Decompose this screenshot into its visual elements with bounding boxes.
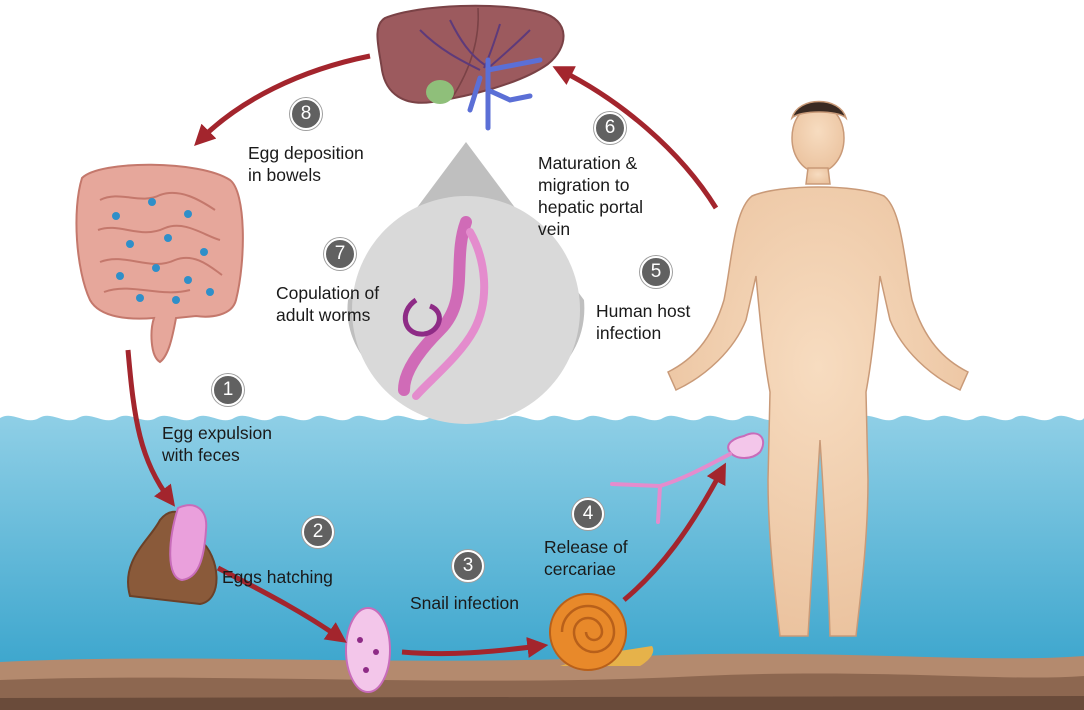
arrow-3-to-snail <box>401 637 549 658</box>
worm-pair-icon <box>347 142 585 424</box>
step-5-badge: 5 <box>640 256 672 288</box>
arrow-4-to-cercaria <box>622 462 726 602</box>
arrow-2-to-miracidium <box>216 565 347 643</box>
snail-icon <box>549 593 654 671</box>
step-2-label: Eggs hatching <box>222 567 333 587</box>
intestine-icon <box>75 163 244 364</box>
step-6-badge: 6 <box>594 112 626 144</box>
arrow-6-to-liver <box>552 66 719 210</box>
lifecycle-arrows <box>125 53 726 658</box>
egg-icon <box>169 504 208 582</box>
miracidium-icon <box>345 607 391 693</box>
arrow-1-to-feces <box>125 349 176 507</box>
step-7-badge: 7 <box>324 238 356 270</box>
step-8-badge: 8 <box>290 98 322 130</box>
sediment-layer <box>0 653 1084 710</box>
step-2-badge: 2 <box>302 516 334 548</box>
step-3-badge: 3 <box>452 550 484 582</box>
liver-icon <box>376 4 565 131</box>
step-1-badge: 1 <box>212 374 244 406</box>
step-3-label: Snail infection <box>410 593 519 613</box>
arrow-8-to-intestine <box>194 53 371 146</box>
step-4-badge: 4 <box>572 498 604 530</box>
human-figure-icon <box>667 100 969 637</box>
cercaria-icon <box>610 432 765 524</box>
